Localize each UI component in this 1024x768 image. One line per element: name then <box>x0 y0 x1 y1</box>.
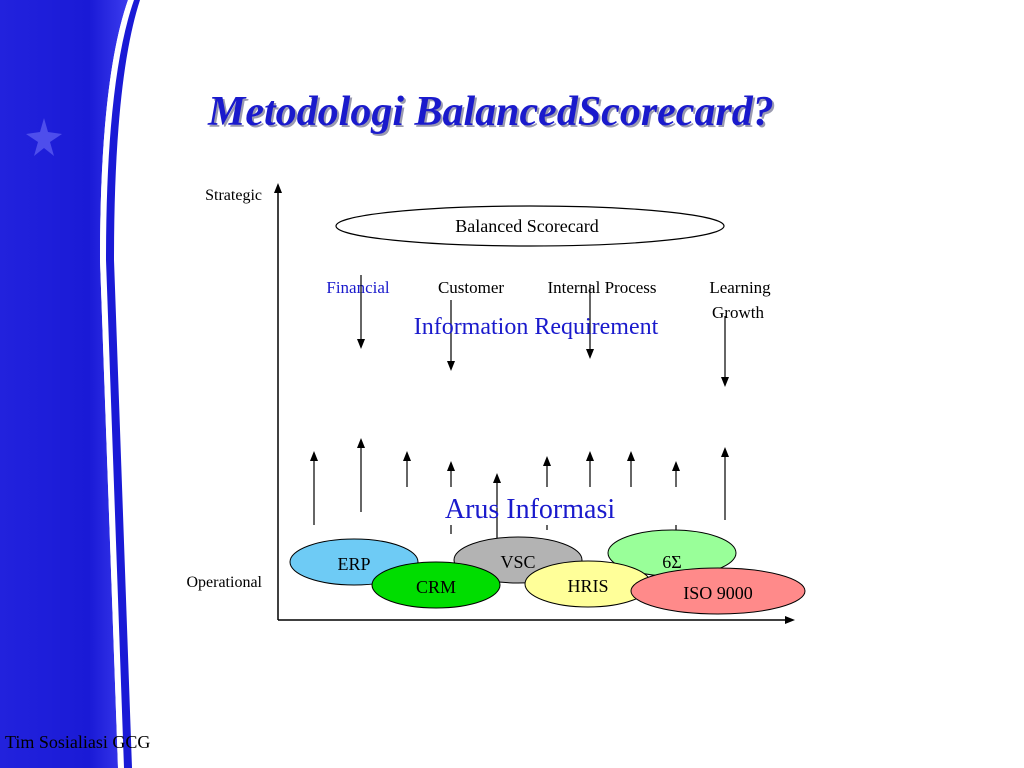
perspective-customer: Customer <box>438 278 504 297</box>
iso-ellipse <box>630 567 806 615</box>
balanced-scorecard-label: Balanced Scorecard <box>455 216 598 236</box>
arus-informasi-label: Arus Informasi <box>445 494 616 525</box>
perspective-financial: Financial <box>326 278 390 297</box>
up-arrows <box>310 438 729 540</box>
hris-label: HRIS <box>567 576 608 596</box>
y-axis-top-label: Strategic <box>205 187 262 204</box>
crm-ellipse <box>371 561 501 609</box>
balanced-scorecard-ellipse <box>335 205 725 247</box>
erp-label: ERP <box>337 554 370 574</box>
footer-text: Tim Sosialiasi GCG <box>5 732 151 752</box>
information-requirement-label: Information Requirement <box>414 314 659 340</box>
slide-title: Metodologi BalancedScorecard? <box>208 89 774 135</box>
perspective-growth: Growth <box>712 303 764 322</box>
sidebar-star-icon <box>26 118 62 156</box>
iso-label: ISO 9000 <box>683 583 753 603</box>
six-sigma-label: 6Σ <box>662 552 681 572</box>
y-axis-bottom-label: Operational <box>186 574 262 591</box>
perspective-internal-process: Internal Process <box>547 278 656 297</box>
system-six-sigma: 6Σ <box>607 529 737 577</box>
system-iso: ISO 9000 <box>630 567 806 615</box>
sidebar-decoration <box>0 0 140 768</box>
perspective-learning: Learning <box>709 278 771 297</box>
vsc-label: VSC <box>500 552 535 572</box>
crm-label: CRM <box>416 577 456 597</box>
system-crm: CRM <box>371 561 501 609</box>
system-hris: HRIS <box>524 560 652 608</box>
